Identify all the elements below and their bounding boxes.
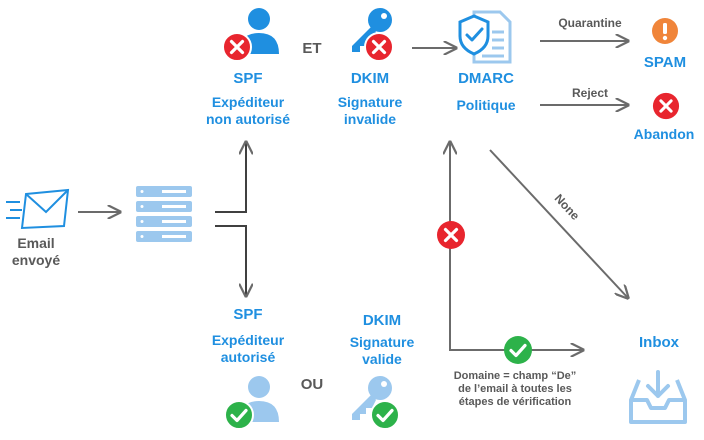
reject-label: Reject [571, 86, 609, 100]
check-icon [504, 336, 532, 364]
check-icon [224, 400, 254, 430]
key-icon [352, 8, 392, 52]
error-icon [652, 92, 680, 120]
key-icon [352, 376, 392, 420]
inbox-label: Inbox [639, 334, 679, 351]
branch-up-line [215, 142, 246, 213]
error-icon [222, 32, 252, 62]
inbox-tray-icon [629, 370, 687, 424]
and-connector: ET [302, 40, 322, 57]
or-connector: OU [300, 376, 324, 393]
check-icon [370, 400, 400, 430]
email-envelope-icon [6, 188, 70, 230]
quarantine-label: Quarantine [558, 16, 622, 30]
branch-down-line [215, 225, 246, 296]
alignment-loop-line [450, 142, 583, 351]
dmarc-block: DMARC Politique [456, 70, 516, 113]
error-icon [437, 221, 465, 249]
arrow-none [489, 149, 628, 298]
warning-icon [652, 18, 678, 44]
dkim-fail-block: DKIM Signature invalide [337, 70, 403, 127]
abandon-label: Abandon [633, 126, 695, 142]
shield-document-icon [458, 10, 512, 64]
spam-label: SPAM [643, 54, 687, 71]
spf-fail-block: SPF Expéditeur non autorisé [205, 70, 290, 127]
server-rack-icon [136, 186, 192, 242]
error-icon [364, 32, 394, 62]
alignment-note: Domaine = champ “De” de l’email à toutes… [453, 370, 577, 408]
spf-pass-block: SPF Expéditeur autorisé [211, 306, 285, 365]
dkim-pass-block: DKIM Signature valide [349, 312, 415, 367]
